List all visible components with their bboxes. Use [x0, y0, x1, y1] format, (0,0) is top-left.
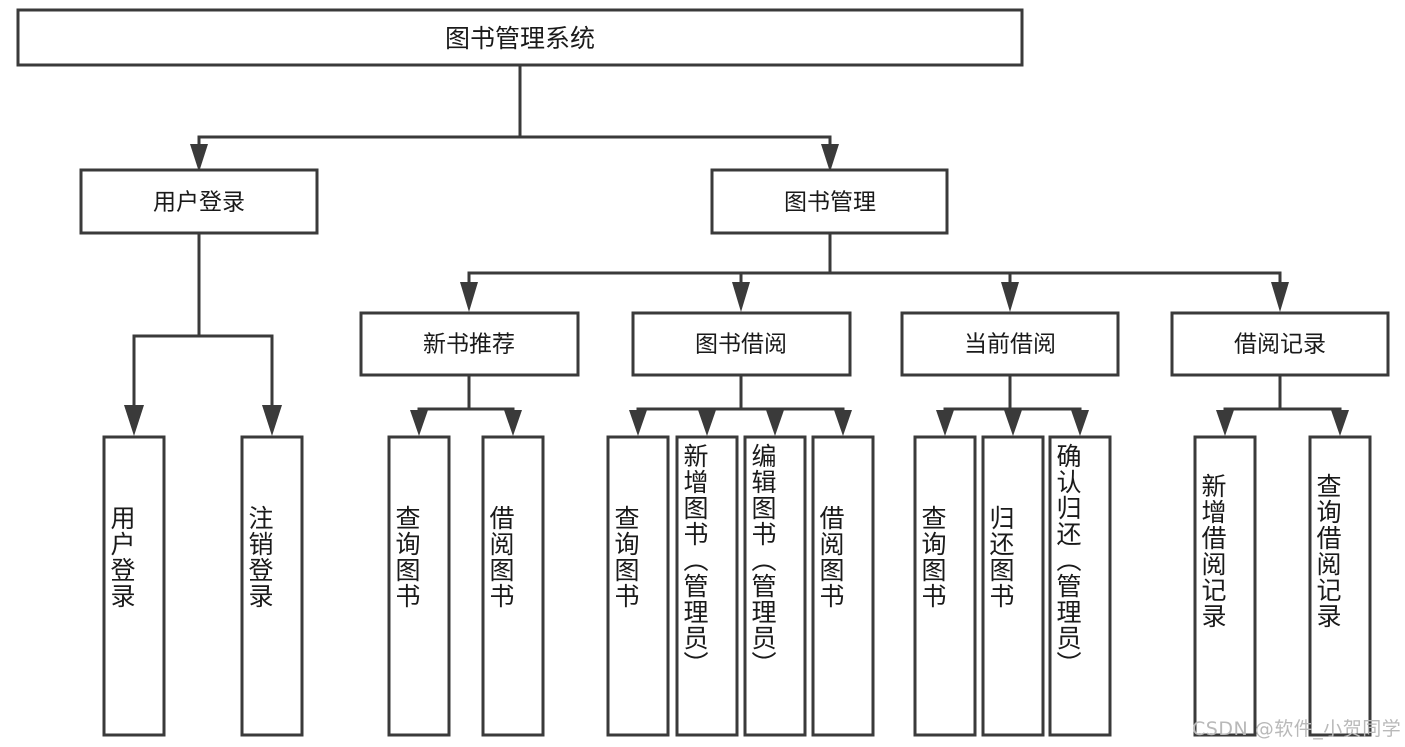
leaf-query-book-rec-box[interactable]: [387, 435, 451, 737]
arrow-leaf-query-book-borrow: [629, 410, 647, 436]
arrow-to-borrow-record: [1271, 282, 1289, 312]
node-layer: [16, 8, 1390, 737]
node-book-borrow-label: 图书借阅: [695, 332, 787, 358]
arrow-leaf-confirm-return: [1071, 410, 1089, 436]
arrow-leaf-user-logout: [262, 405, 282, 436]
node-borrow-record-label: 借阅记录: [1234, 332, 1326, 358]
node-current-borrow-box[interactable]: [900, 311, 1120, 377]
leaf-confirm-return-box[interactable]: [1048, 435, 1112, 737]
arrow-to-book-manage: [821, 144, 839, 172]
node-book-manage-label: 图书管理: [784, 190, 876, 216]
label-layer: 图书管理系统 用户登录 图书管理 新书推荐 图书借阅 当前借阅 借阅记录: [153, 24, 1326, 358]
leaf-add-record-box[interactable]: [1193, 435, 1257, 737]
arrow-leaf-query-book-rec: [410, 410, 428, 436]
arrow-leaf-query-book-cur: [936, 410, 954, 436]
node-new-book-recommend-box[interactable]: [359, 311, 580, 377]
arrow-leaf-return-book: [1004, 410, 1022, 436]
arrow-leaf-edit-book: [766, 410, 784, 436]
leaf-user-login-box[interactable]: [102, 435, 166, 737]
arrow-to-user-login: [190, 144, 208, 172]
node-book-borrow-box[interactable]: [631, 311, 852, 377]
node-user-login-box[interactable]: [79, 168, 319, 235]
arrow-to-book-borrow: [732, 282, 750, 312]
leaf-edit-book-box[interactable]: [743, 435, 807, 737]
arrow-to-current-borrow: [1001, 282, 1019, 312]
leaf-return-book-box[interactable]: [981, 435, 1045, 737]
arrow-to-new-book-recommend: [460, 282, 478, 312]
connector-layer: [124, 63, 1349, 436]
node-current-borrow-label: 当前借阅: [964, 332, 1056, 358]
leaf-query-book-borrow-box[interactable]: [606, 435, 670, 737]
node-root-label: 图书管理系统: [445, 24, 595, 53]
node-root-box[interactable]: [16, 8, 1024, 67]
leaf-query-record-box[interactable]: [1308, 435, 1372, 737]
arrow-leaf-borrow-book-rec: [504, 410, 522, 436]
node-borrow-record-box[interactable]: [1170, 311, 1390, 377]
leaf-add-book-box[interactable]: [675, 435, 739, 737]
node-new-book-recommend-label: 新书推荐: [423, 332, 515, 358]
leaf-user-logout-box[interactable]: [240, 435, 304, 737]
leaf-borrow-book-box[interactable]: [811, 435, 875, 737]
arrow-leaf-user-login: [124, 405, 144, 436]
node-book-manage-box[interactable]: [710, 168, 949, 235]
leaf-borrow-book-rec-box[interactable]: [481, 435, 545, 737]
node-user-login-label: 用户登录: [153, 190, 245, 216]
arrow-leaf-borrow-book: [834, 410, 852, 436]
csdn-watermark: CSDN @软件_小贺同学: [1192, 718, 1402, 740]
arrow-leaf-query-record: [1331, 410, 1349, 436]
leaf-query-book-cur-box[interactable]: [913, 435, 977, 737]
arrow-leaf-add-book: [698, 410, 716, 436]
arrow-leaf-add-record: [1216, 410, 1234, 436]
